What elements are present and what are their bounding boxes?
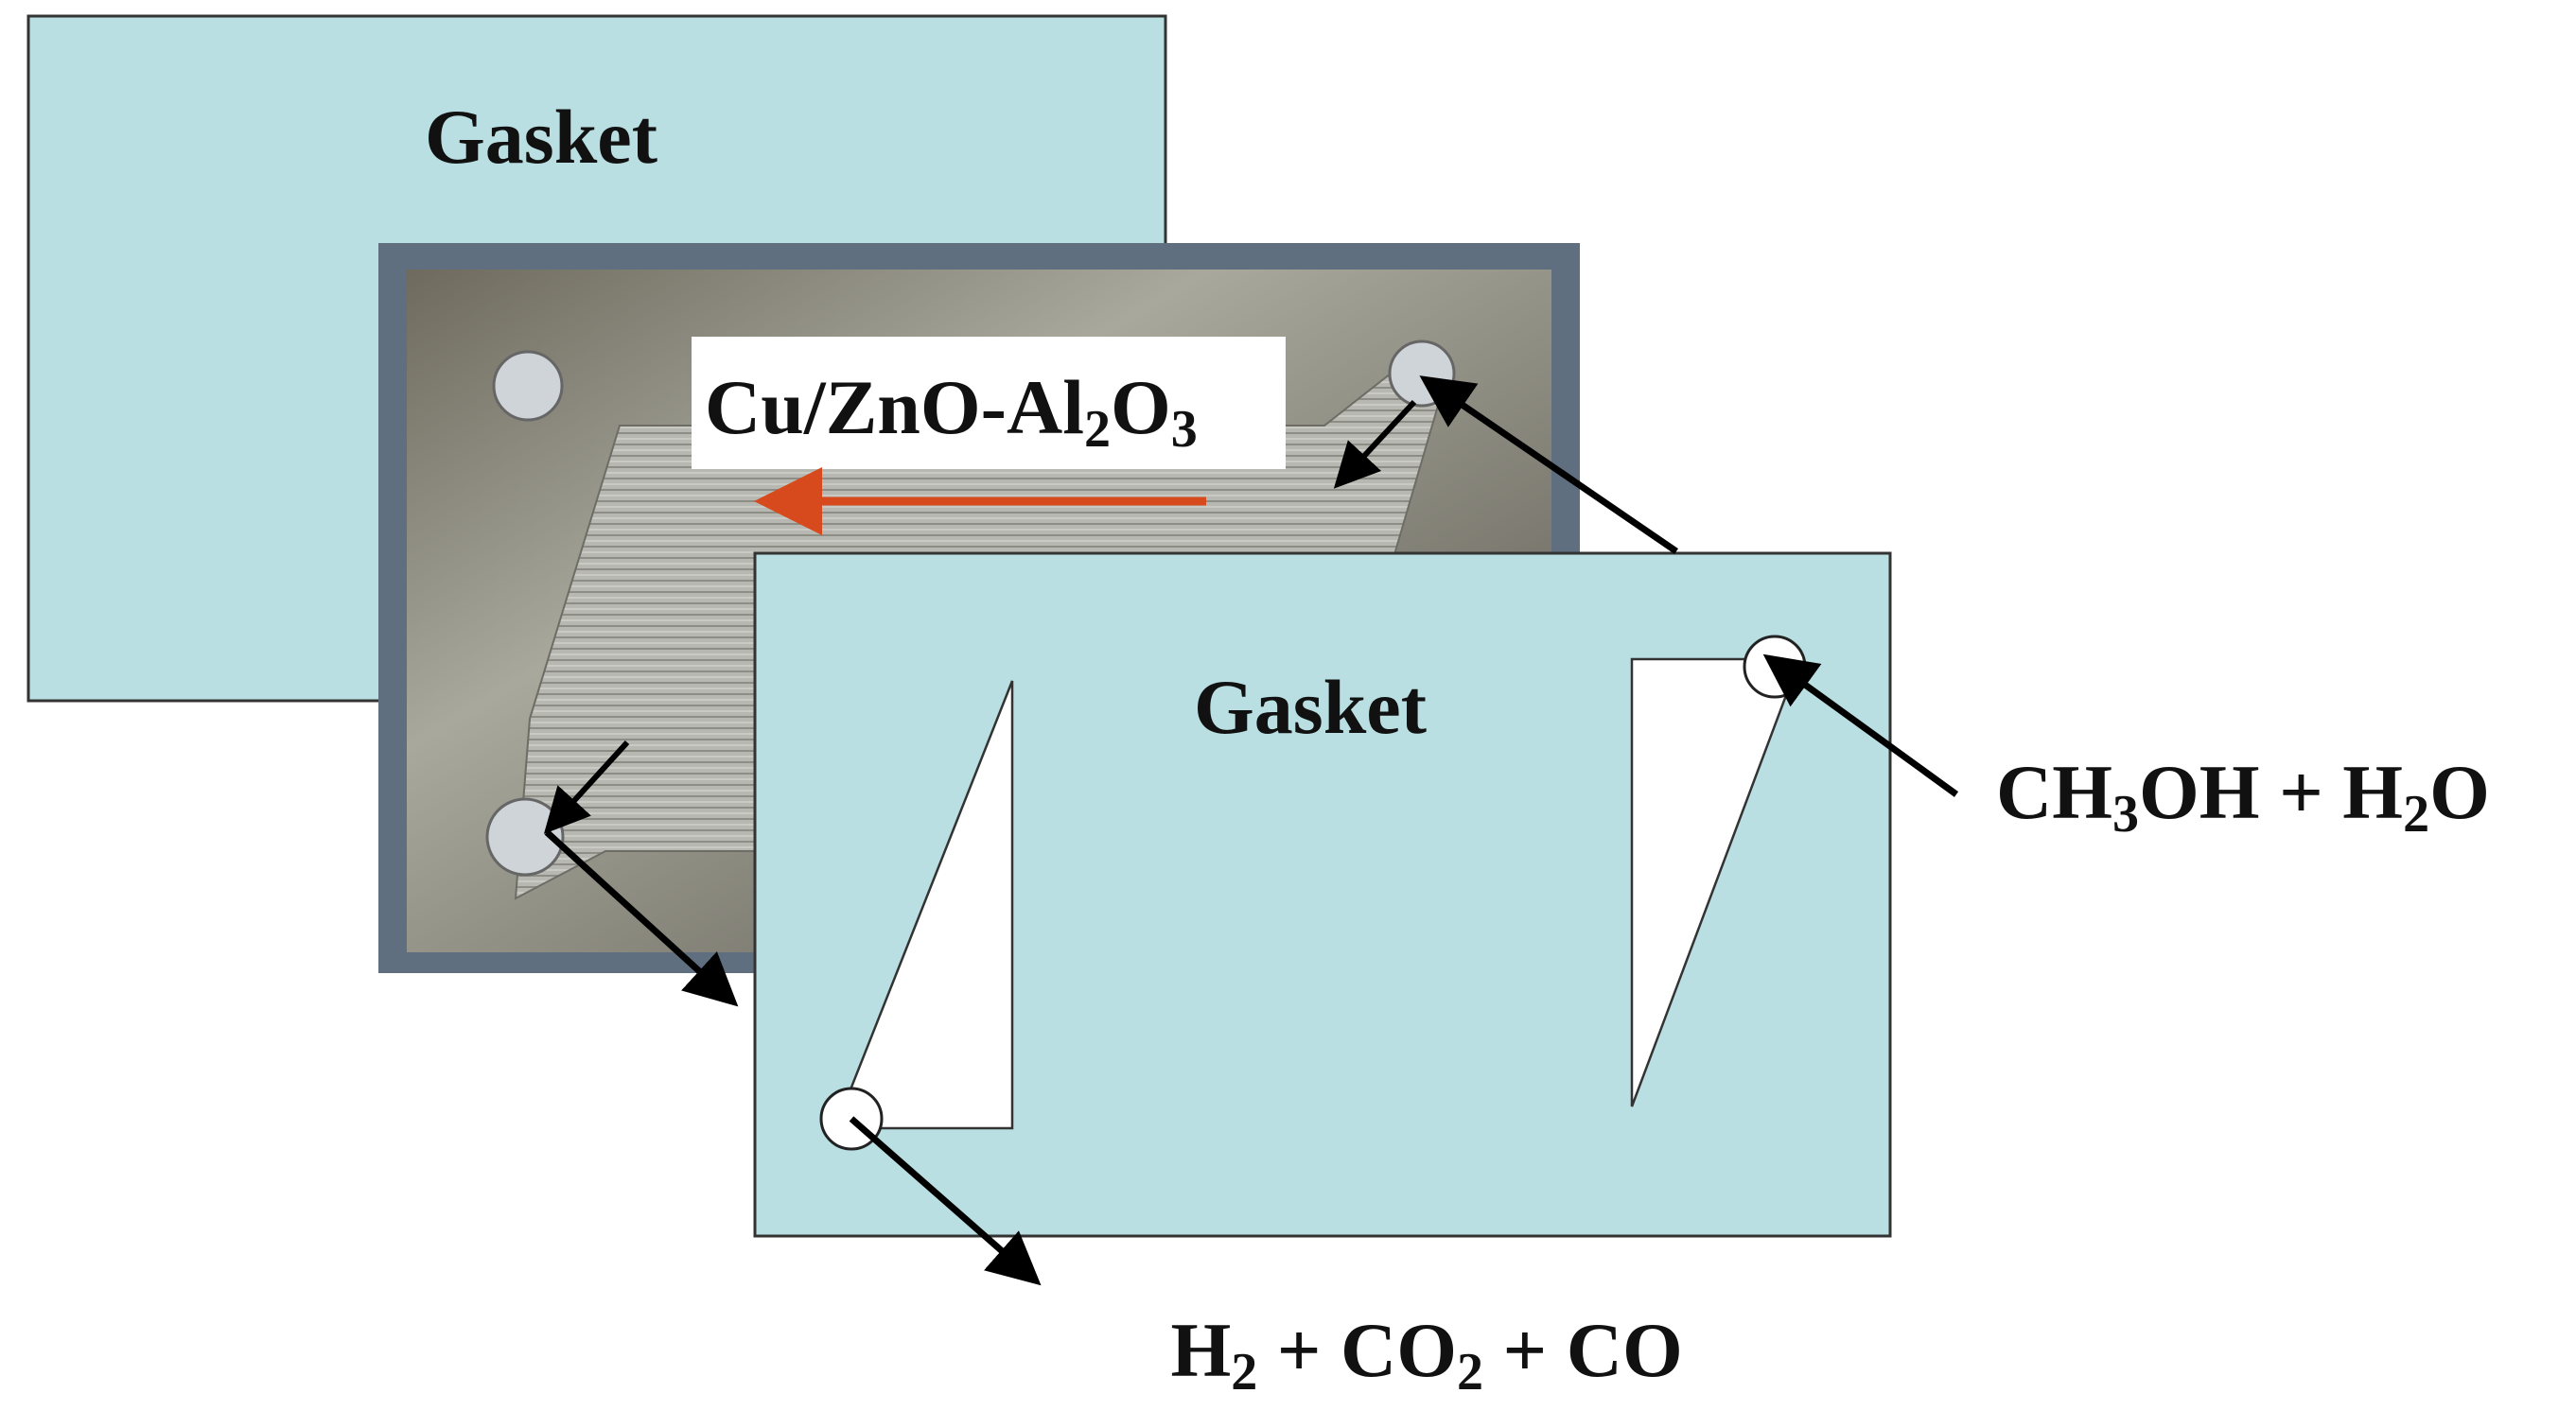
outlet-product-arrow: [849, 1116, 1042, 1286]
outlet-label: H2 + CO2 + CO: [1074, 1307, 1741, 1402]
plate-to-gasket-arrow: [544, 829, 739, 1007]
plate-outlet-arrow: [543, 740, 630, 834]
plate-hole-top-left: [492, 350, 564, 422]
inlet-label: CH3OH + H2O: [1996, 749, 2490, 844]
back-gasket-label: Gasket: [425, 94, 657, 180]
plate-inlet-arrow: [1333, 399, 1417, 489]
inlet-feed-arrow: [1762, 653, 1959, 797]
catalyst-label: Cu/ZnO-Al2O3: [705, 364, 1198, 459]
catalyst-label-box: [692, 337, 1286, 469]
inlet-to-plate-arrow: [1419, 375, 1678, 554]
front-gasket-label: Gasket: [1194, 664, 1427, 750]
front-gasket: Gasket: [753, 551, 1892, 1238]
